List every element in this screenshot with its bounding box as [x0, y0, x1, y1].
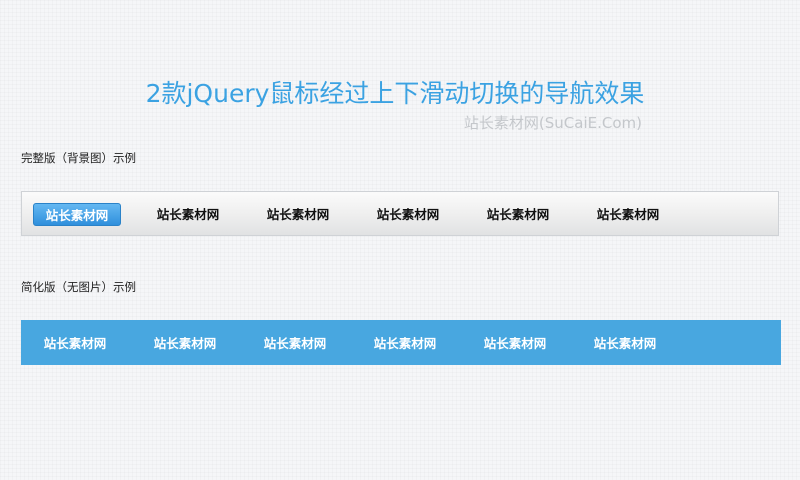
nav-item[interactable]: 站长素材网 — [43, 336, 107, 351]
nav-item[interactable]: 站长素材网 — [486, 207, 550, 222]
page-subtitle: 站长素材网(SuCaiE.Com) — [463, 114, 642, 132]
nav-item[interactable]: 站长素材网 — [596, 207, 660, 222]
nav-item[interactable]: 站长素材网 — [593, 336, 657, 351]
section-label-simple: 简化版（无图片）示例 — [21, 280, 136, 294]
nav-item[interactable]: 站长素材网 — [156, 207, 220, 222]
nav-item[interactable]: 站长素材网 — [153, 336, 217, 351]
section-label-full: 完整版（背景图）示例 — [21, 151, 136, 165]
nav-item[interactable]: 站长素材网 — [266, 207, 330, 222]
nav-item[interactable]: 站长素材网 — [483, 336, 547, 351]
nav-bar-simple: 站长素材网 站长素材网 站长素材网 站长素材网 站长素材网 站长素材网 — [21, 320, 781, 365]
nav-item[interactable]: 站长素材网 — [376, 207, 440, 222]
nav-bar-full: 站长素材网 站长素材网 站长素材网 站长素材网 站长素材网 站长素材网 — [21, 191, 779, 236]
page-title: 2款jQuery鼠标经过上下滑动切换的导航效果 — [145, 79, 645, 108]
nav-item[interactable]: 站长素材网 — [33, 203, 121, 226]
nav-item[interactable]: 站长素材网 — [263, 336, 327, 351]
nav-item[interactable]: 站长素材网 — [373, 336, 437, 351]
